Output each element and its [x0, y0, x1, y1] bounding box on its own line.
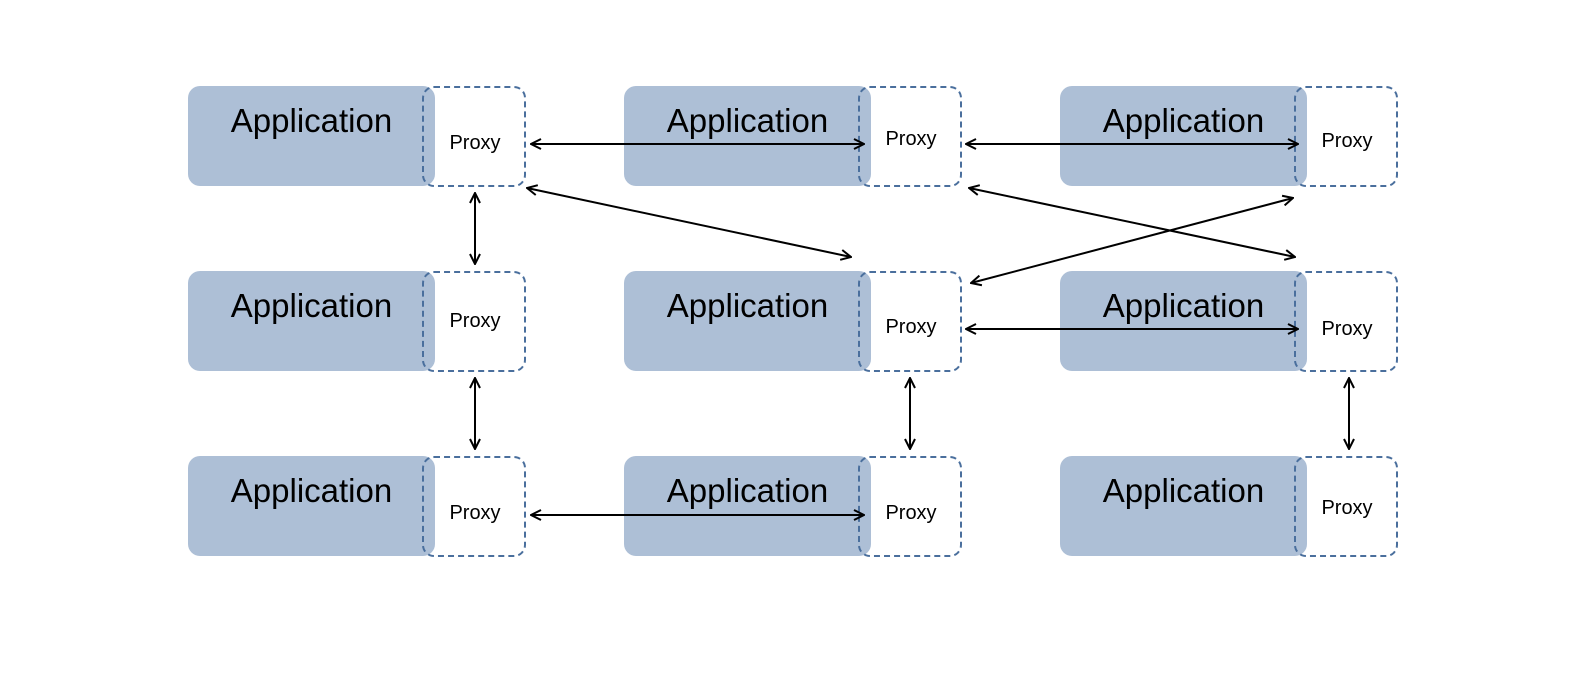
node-r2c3: Application Proxy	[1060, 271, 1400, 372]
node-r3c3: Application Proxy	[1060, 456, 1400, 557]
application-box	[624, 86, 871, 186]
application-box	[1060, 86, 1307, 186]
application-label: Application	[1102, 287, 1265, 324]
application-box	[1060, 271, 1307, 371]
node-r2c1: Application Proxy	[188, 271, 528, 372]
arrow-r2c2-r1c3	[971, 198, 1293, 283]
application-label: Application	[230, 287, 393, 324]
application-label: Application	[1102, 102, 1265, 139]
proxy-box	[422, 86, 526, 187]
proxy-label: Proxy	[885, 502, 937, 524]
proxy-label: Proxy	[449, 132, 501, 154]
proxy-label: Proxy	[885, 128, 937, 150]
application-label: Application	[666, 287, 829, 324]
application-box	[188, 456, 435, 556]
node-r3c1: Application Proxy	[188, 456, 528, 557]
application-label: Application	[666, 472, 829, 509]
application-label: Application	[1102, 472, 1265, 509]
proxy-box	[858, 456, 962, 557]
proxy-box	[858, 86, 962, 187]
application-label: Application	[230, 102, 393, 139]
proxy-label: Proxy	[885, 316, 937, 338]
application-box	[1060, 456, 1307, 556]
application-label: Application	[230, 472, 393, 509]
application-box	[188, 271, 435, 371]
application-box	[624, 456, 871, 556]
proxy-label: Proxy	[449, 502, 501, 524]
proxy-box	[1294, 271, 1398, 372]
application-box	[188, 86, 435, 186]
arrow-r1c2-r2c3	[969, 188, 1295, 257]
application-label: Application	[666, 102, 829, 139]
node-r1c3: Application Proxy	[1060, 86, 1400, 187]
proxy-label: Proxy	[1321, 497, 1373, 519]
proxy-box	[858, 271, 962, 372]
node-r3c2: Application Proxy	[624, 456, 964, 557]
proxy-box	[422, 271, 526, 372]
node-r1c2: Application Proxy	[624, 86, 964, 187]
application-box	[624, 271, 871, 371]
arrow-r1c1-r2c2	[527, 188, 851, 257]
proxy-label: Proxy	[1321, 130, 1373, 152]
proxy-label: Proxy	[1321, 318, 1373, 340]
node-r2c2: Application Proxy	[624, 271, 964, 372]
proxy-box	[422, 456, 526, 557]
proxy-box	[1294, 86, 1398, 187]
node-r1c1: Application Proxy	[188, 86, 528, 187]
proxy-box	[1294, 456, 1398, 557]
proxy-label: Proxy	[449, 310, 501, 332]
